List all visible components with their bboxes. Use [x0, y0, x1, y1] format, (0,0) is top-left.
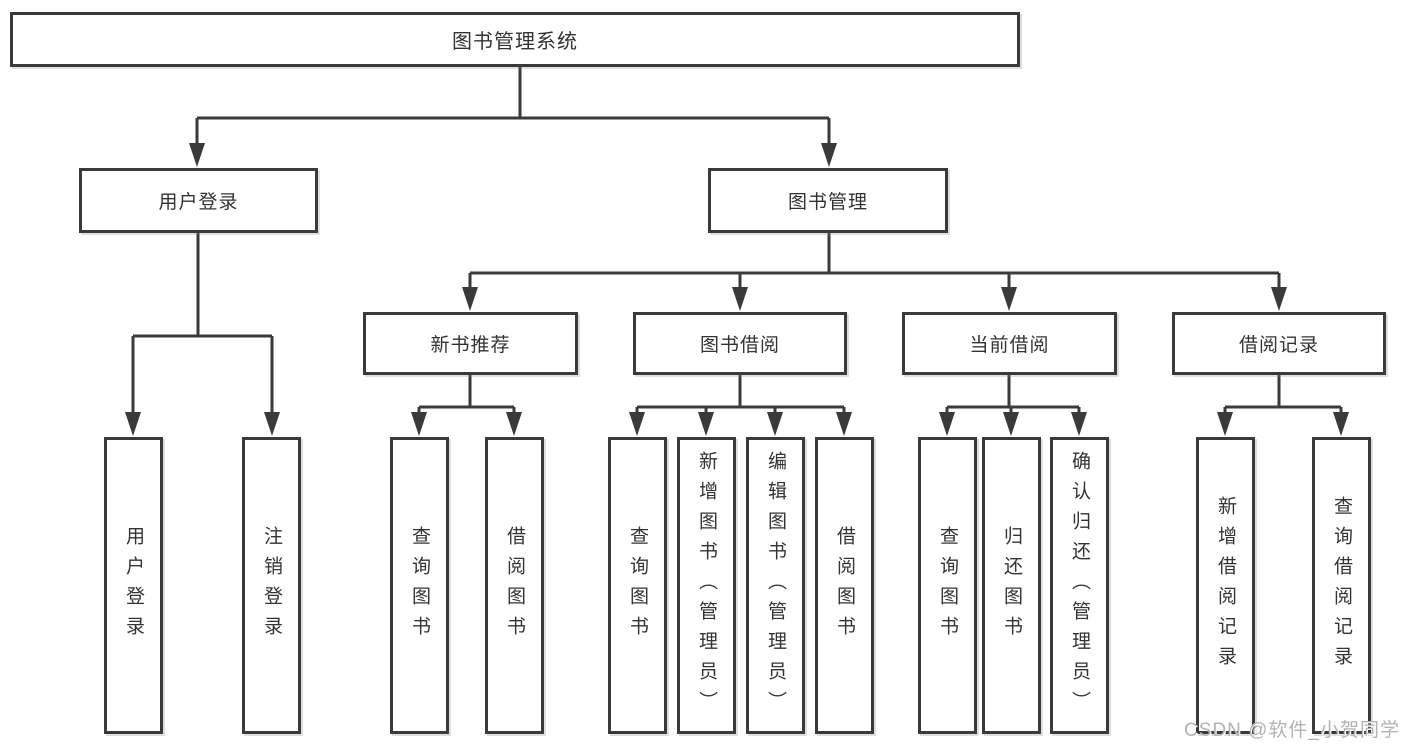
leaf-user-login: 用户登录 [104, 437, 163, 734]
leaf-borrow-books-recommend: 借阅图书 [485, 437, 544, 734]
leaf-edit-book-admin: 编辑图书（管理员） [746, 437, 805, 734]
node-borrowing-records: 借阅记录 [1172, 312, 1386, 375]
csdn-watermark: CSDN @软件_小贺同学 [1184, 720, 1400, 741]
node-user-login: 用户登录 [79, 168, 318, 233]
leaf-query-books-current: 查询图书 [918, 437, 977, 734]
leaf-add-book-admin: 新增图书（管理员） [677, 437, 736, 734]
node-current-borrowing: 当前借阅 [902, 312, 1117, 375]
leaf-borrow-books-borrowing: 借阅图书 [815, 437, 874, 734]
leaf-query-borrow-record: 查询借阅记录 [1312, 437, 1371, 734]
node-book-management: 图书管理 [708, 168, 948, 233]
leaf-add-borrow-record: 新增借阅记录 [1196, 437, 1255, 734]
leaf-confirm-return-admin: 确认归还（管理员） [1050, 437, 1109, 734]
node-new-book-recommend: 新书推荐 [363, 312, 578, 375]
leaf-logout: 注销登录 [242, 437, 301, 734]
leaf-return-books: 归还图书 [982, 437, 1041, 734]
node-book-borrowing: 图书借阅 [633, 312, 847, 375]
leaf-query-books-borrowing: 查询图书 [608, 437, 667, 734]
leaf-query-books-recommend: 查询图书 [390, 437, 449, 734]
node-library-management-system: 图书管理系统 [10, 12, 1020, 67]
